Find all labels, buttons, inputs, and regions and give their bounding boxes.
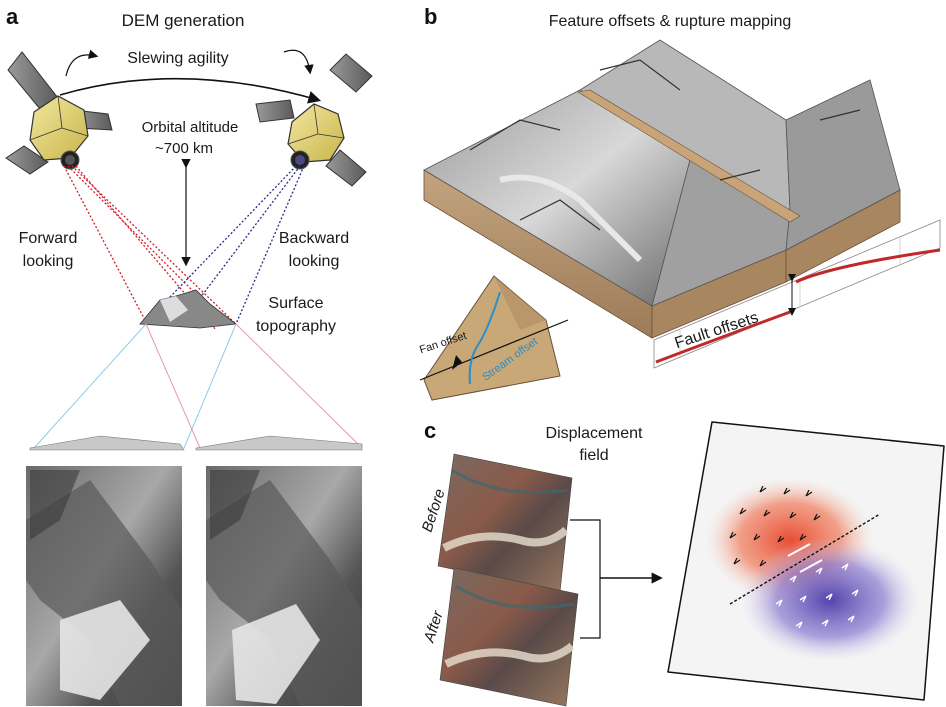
displacement-field-map <box>667 421 945 701</box>
altitude-value-label: ~700 km <box>155 140 213 157</box>
panel-a: a DEM generation Slewing agility <box>5 4 373 706</box>
panel-b-title: Feature offsets & rupture mapping <box>549 13 792 30</box>
forward-looking-label-2: looking <box>23 253 74 270</box>
slewing-arc-arrow <box>59 77 322 104</box>
panel-a-title: DEM generation <box>122 11 245 30</box>
surface-label-1: Surface <box>268 295 323 312</box>
satellite-forward-icon <box>5 51 113 175</box>
panel-c-letter: c <box>424 418 436 443</box>
stereo-image-backward <box>206 466 362 706</box>
displacement-arrows-lower <box>775 563 859 629</box>
backward-looking-label-1: Backward <box>279 230 349 247</box>
panel-b: b Feature offsets & rupture mapping <box>418 4 941 401</box>
rotation-arrow-right <box>283 49 314 75</box>
projection-rays <box>33 323 363 449</box>
satellite-backward-icon <box>255 53 373 187</box>
orbital-altitude-label: Orbital altitude <box>142 119 239 136</box>
panel-b-letter: b <box>424 4 437 29</box>
surface-topography-icon <box>139 289 238 329</box>
before-image <box>437 453 573 593</box>
rotation-arrow-left <box>65 49 99 77</box>
displacement-arrows-upper <box>729 485 821 567</box>
terrain-block <box>423 39 901 339</box>
footprint-forward <box>29 435 185 451</box>
panel-c: c Displacement field Before After <box>419 418 945 707</box>
fault-trace <box>729 513 881 605</box>
slewing-label: Slewing agility <box>127 50 228 67</box>
displacement-title-2: field <box>579 447 608 464</box>
forward-rays <box>63 165 237 331</box>
displacement-title-1: Displacement <box>546 425 643 442</box>
fan-wedge-icon: Fan offset Stream offset <box>418 275 569 401</box>
stereo-image-forward <box>26 466 182 706</box>
forward-looking-label-1: Forward <box>19 230 78 247</box>
comparison-bracket <box>570 519 601 639</box>
after-image <box>439 567 579 707</box>
after-label: After <box>420 608 447 645</box>
backward-looking-label-2: looking <box>289 253 340 270</box>
panel-a-letter: a <box>6 4 19 29</box>
backward-rays <box>145 165 305 325</box>
surface-label-2: topography <box>256 318 336 335</box>
footprint-backward <box>195 435 363 451</box>
